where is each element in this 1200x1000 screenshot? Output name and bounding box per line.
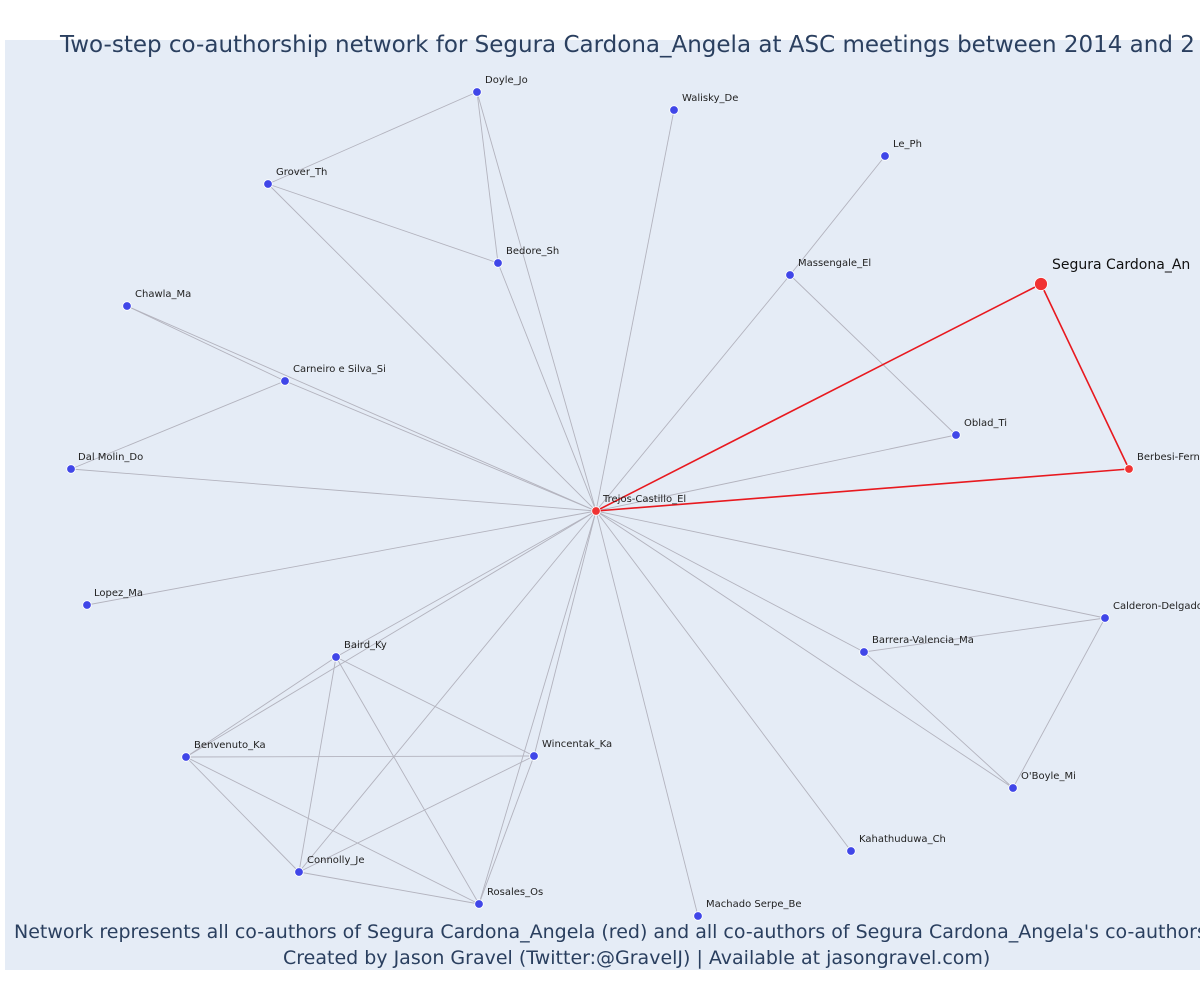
author-node[interactable] <box>331 652 341 662</box>
caption-line-1: Network represents all co-authors of Seg… <box>14 921 1200 943</box>
coauthor-edge <box>185 755 535 758</box>
author-label: Bedore_Sh <box>506 246 559 257</box>
author-node[interactable] <box>951 430 961 440</box>
author-label: Grover_Th <box>276 167 327 178</box>
edge-layer <box>70 91 1130 917</box>
focal-edge <box>1040 283 1130 470</box>
plot-background <box>5 40 1200 970</box>
coauthor-edge <box>478 510 597 905</box>
author-node[interactable] <box>1100 613 1110 623</box>
author-label: Lopez_Ma <box>94 588 143 599</box>
coauthor-edge <box>298 871 480 905</box>
coauthor-edge <box>863 617 1106 653</box>
focal-author-label: Segura Cardona_An <box>1052 257 1190 273</box>
author-label: Le_Ph <box>893 139 922 150</box>
author-node[interactable] <box>1124 464 1134 474</box>
author-node[interactable] <box>474 899 484 909</box>
coauthor-edge <box>595 434 957 512</box>
coauthor-edge <box>335 510 597 658</box>
node-layer <box>66 87 1134 921</box>
focal-edge <box>595 283 1042 512</box>
coauthor-edge <box>595 510 865 653</box>
coauthor-edge <box>284 380 597 512</box>
author-label: Chawla_Ma <box>135 289 191 300</box>
author-node[interactable] <box>66 464 76 474</box>
author-label: Machado Serpe_Be <box>706 899 802 910</box>
author-label: Trejos-Castillo_El <box>602 494 686 505</box>
coauthor-edge <box>478 755 535 905</box>
coauthor-edge <box>298 755 535 873</box>
author-label: Doyle_Jo <box>485 75 528 86</box>
focal-author-node[interactable] <box>1034 277 1048 291</box>
author-label: Massengale_El <box>798 258 871 269</box>
author-node[interactable] <box>880 151 890 161</box>
coauthor-edge <box>298 656 337 873</box>
coauthor-edge <box>267 183 597 512</box>
author-label: Carneiro e Silva_Si <box>293 364 386 375</box>
coauthor-edge <box>595 274 791 512</box>
coauthor-edge <box>86 510 597 606</box>
coauthor-edge <box>789 274 957 436</box>
coauthor-edge <box>789 155 886 276</box>
author-label: Dal Molin_Do <box>78 452 143 463</box>
coauthor-edge <box>267 183 499 264</box>
author-node[interactable] <box>669 105 679 115</box>
author-label: Berbesi-Fern <box>1137 452 1200 463</box>
coauthor-edge <box>185 756 480 905</box>
coauthor-edge <box>497 262 597 512</box>
author-node[interactable] <box>263 179 273 189</box>
focal-edge <box>595 468 1130 512</box>
coauthor-edge <box>595 510 852 852</box>
author-node[interactable] <box>1008 783 1018 793</box>
author-node[interactable] <box>591 506 601 516</box>
caption-line-2: Created by Jason Gravel (Twitter:@Gravel… <box>283 947 990 969</box>
author-label: O'Boyle_Mi <box>1021 771 1076 782</box>
coauthor-edge <box>863 651 1014 789</box>
coauthor-edge <box>595 510 699 917</box>
coauthor-edge <box>595 510 1014 789</box>
author-label: Benvenuto_Ka <box>194 740 266 751</box>
coauthor-edge <box>595 510 1106 619</box>
coauthor-edge <box>476 91 499 264</box>
coauthor-edge <box>185 756 300 873</box>
coauthor-edge <box>335 656 480 905</box>
author-label: Baird_Ky <box>344 640 387 651</box>
author-node[interactable] <box>122 301 132 311</box>
author-node[interactable] <box>785 270 795 280</box>
coauthor-edge <box>126 305 286 382</box>
coauthor-edge <box>185 510 597 758</box>
coauthor-edge <box>533 510 597 757</box>
author-label: Oblad_Ti <box>964 418 1007 429</box>
coauthor-edge <box>298 510 597 873</box>
author-node[interactable] <box>294 867 304 877</box>
author-node[interactable] <box>181 752 191 762</box>
author-label: Walisky_De <box>682 93 738 104</box>
author-label: Kahathuduwa_Ch <box>859 834 946 845</box>
coauthor-edge <box>185 656 337 758</box>
author-node[interactable] <box>82 600 92 610</box>
coauthor-edge <box>335 656 535 757</box>
author-node[interactable] <box>472 87 482 97</box>
chart-title: Two-step co-authorship network for Segur… <box>59 32 1195 58</box>
coauthor-edge <box>70 468 597 512</box>
author-label: Calderon-Delgado <box>1113 601 1200 612</box>
author-node[interactable] <box>529 751 539 761</box>
author-label: Wincentak_Ka <box>542 739 612 750</box>
author-label: Rosales_Os <box>487 887 543 898</box>
coauthor-edge <box>70 380 286 470</box>
author-node[interactable] <box>846 846 856 856</box>
coauthor-edge <box>595 109 675 512</box>
author-node[interactable] <box>693 911 703 921</box>
author-node[interactable] <box>493 258 503 268</box>
author-node[interactable] <box>859 647 869 657</box>
author-label: Barrera-Valencia_Ma <box>872 635 974 646</box>
coauthor-edge <box>476 91 597 512</box>
author-node[interactable] <box>280 376 290 386</box>
coauthor-edge <box>126 305 597 512</box>
coauthor-edge <box>267 91 478 185</box>
coauthor-edge <box>1012 617 1106 789</box>
author-label: Connolly_Je <box>307 855 364 866</box>
